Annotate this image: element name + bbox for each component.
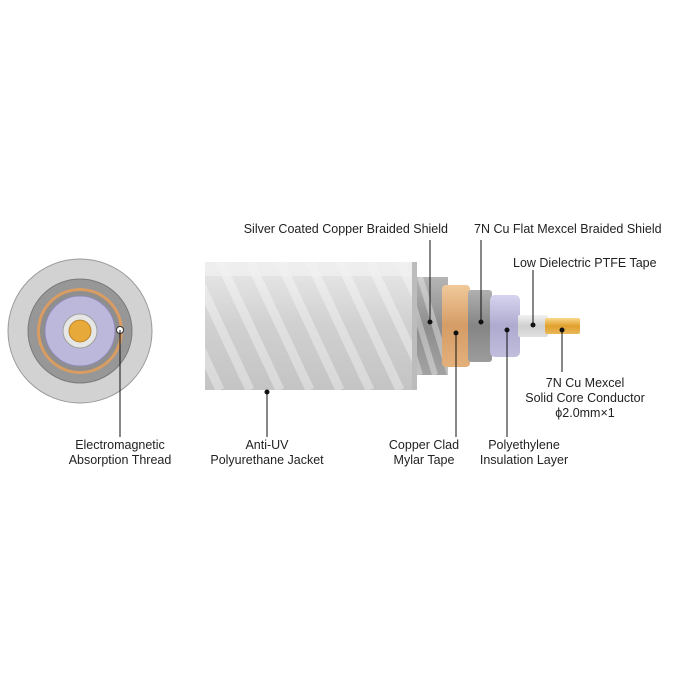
label-core-line1: 7N Cu Mexcel bbox=[545, 376, 625, 390]
jacket-body bbox=[205, 262, 417, 390]
label-core: 7N Cu Mexcel Solid Core Conductor ϕ2.0mm… bbox=[520, 376, 650, 421]
label-insulation-line1: Polyethylene bbox=[488, 438, 560, 452]
mylar-body bbox=[442, 285, 470, 367]
core-body bbox=[545, 318, 580, 334]
label-ptfe-tape: Low Dielectric PTFE Tape bbox=[513, 256, 657, 270]
label-jacket-line2: Polyurethane Jacket bbox=[210, 453, 324, 467]
cable-side-view bbox=[205, 262, 580, 390]
label-jacket-line1: Anti-UV bbox=[245, 438, 289, 452]
label-mylar: Copper Clad Mylar Tape bbox=[384, 438, 464, 468]
label-thread-line2: Absorption Thread bbox=[68, 453, 172, 467]
label-thread: Electromagnetic Absorption Thread bbox=[55, 438, 185, 468]
label-mylar-line1: Copper Clad bbox=[388, 438, 460, 452]
leader-lines bbox=[119, 240, 565, 437]
label-flat-shield: 7N Cu Flat Mexcel Braided Shield bbox=[474, 222, 662, 236]
label-insulation: Polyethylene Insulation Layer bbox=[468, 438, 580, 468]
label-core-line3: ϕ2.0mm×1 bbox=[555, 406, 615, 420]
insulation-body bbox=[490, 295, 520, 357]
label-silver-shield: Silver Coated Copper Braided Shield bbox=[243, 222, 448, 236]
cross-section bbox=[7, 258, 153, 404]
label-thread-line1: Electromagnetic bbox=[75, 438, 165, 452]
jacket-stripes bbox=[205, 262, 417, 390]
label-mylar-line2: Mylar Tape bbox=[393, 453, 455, 467]
label-jacket: Anti-UV Polyurethane Jacket bbox=[202, 438, 332, 468]
label-core-line2: Solid Core Conductor bbox=[525, 391, 645, 405]
cross-section-core bbox=[68, 319, 92, 343]
flat-braid-body bbox=[468, 290, 492, 362]
label-insulation-line2: Insulation Layer bbox=[479, 453, 569, 467]
